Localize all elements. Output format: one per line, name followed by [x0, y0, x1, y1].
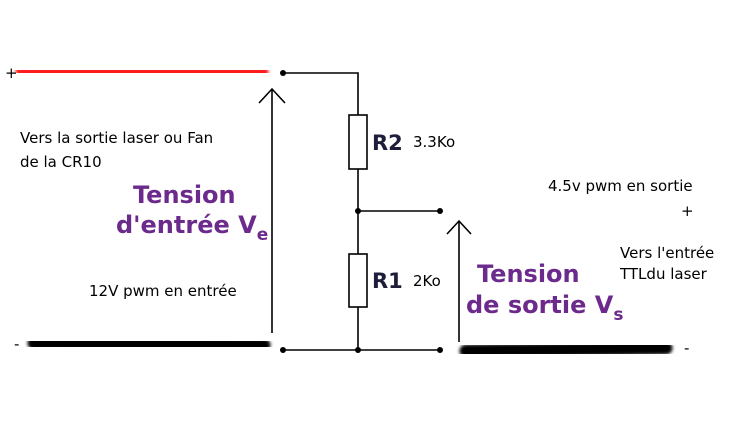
input-tension-heading: Tension: [133, 181, 236, 209]
destination-label-line1: Vers l'entrée: [620, 244, 714, 262]
terminal-out-positive: [437, 208, 443, 214]
source-label-line2: de la CR10: [20, 153, 102, 171]
output-description: 4.5v pwm en sortie: [548, 177, 693, 195]
terminal-in-positive: [280, 70, 286, 76]
r1-name: R1: [372, 269, 403, 293]
junction-bottom: [355, 347, 361, 353]
input-minus-sign: -: [14, 335, 19, 353]
input-tension-text: d'entrée V: [116, 211, 257, 239]
terminal-in-negative: [280, 347, 286, 353]
r1-value: 2Ko: [413, 272, 441, 290]
r2-name: R2: [372, 131, 403, 155]
output-tension-text: de sortie V: [466, 291, 614, 319]
output-tension-subscript: s: [613, 305, 623, 325]
input-negative-wire: [27, 336, 271, 352]
destination-label-line2: TTLdu laser: [619, 265, 708, 283]
terminal-out-negative: [437, 347, 443, 353]
top-wire: [283, 72, 359, 115]
input-plus-sign: +: [5, 64, 18, 82]
output-plus-sign: +: [681, 202, 694, 220]
input-voltage-arrow: [258, 87, 286, 333]
junction-middle: [355, 208, 361, 214]
output-negative-wire: [459, 341, 673, 358]
input-description: 12V pwm en entrée: [89, 282, 237, 300]
r2-value: 3.3Ko: [413, 133, 455, 151]
output-minus-sign: -: [684, 339, 689, 357]
output-tension-label: de sortie Vs: [466, 291, 623, 325]
source-label-line1: Vers la sortie laser ou Fan: [20, 129, 213, 147]
resistor-r1: [348, 253, 368, 308]
resistor-r2: [348, 114, 368, 170]
input-tension-subscript: e: [257, 225, 269, 245]
output-tension-heading: Tension: [477, 260, 580, 288]
input-tension-label: d'entrée Ve: [116, 211, 268, 245]
input-positive-wire: [15, 64, 269, 79]
output-voltage-arrow: [446, 219, 472, 342]
